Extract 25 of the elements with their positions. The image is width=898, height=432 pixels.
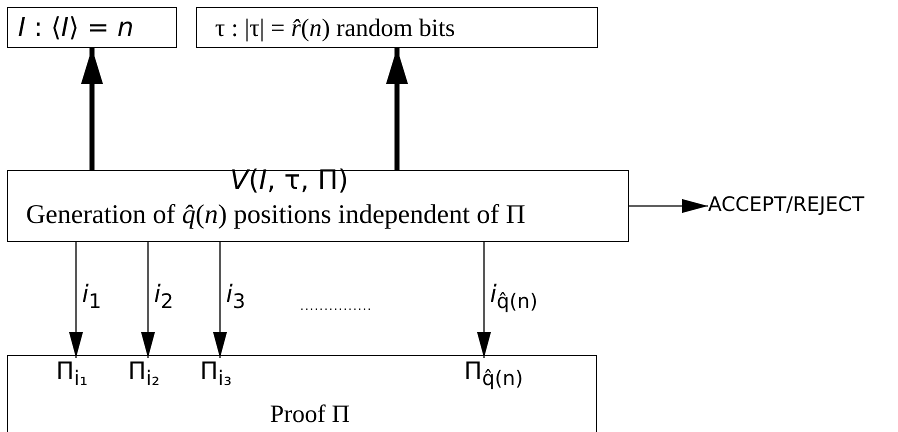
arrow bbox=[629, 199, 708, 213]
arrow bbox=[477, 242, 491, 358]
edge-label: i$_{1}$ bbox=[82, 282, 102, 311]
process-box bbox=[7, 355, 597, 432]
proof-position-label: Π$_{i₂}$ bbox=[128, 358, 160, 389]
box-label: I : ⟨I⟩ = n bbox=[18, 15, 134, 41]
edge-label: i$_{q̂(n)}$ bbox=[490, 282, 538, 311]
arrow bbox=[81, 48, 103, 170]
proof-position-label: Π$_{q̂(n)}$ bbox=[464, 358, 524, 389]
arrow bbox=[386, 48, 408, 170]
output-label: ACCEPT/REJECT bbox=[708, 192, 898, 220]
proof-position-label: Π$_{i₃}$ bbox=[200, 358, 232, 389]
ellipsis-dots: ............... bbox=[300, 300, 372, 312]
arrow bbox=[213, 242, 227, 358]
edge-label: i$_{3}$ bbox=[226, 282, 246, 311]
process-box bbox=[196, 7, 598, 48]
arrow bbox=[69, 242, 83, 358]
process-box bbox=[7, 170, 629, 242]
box-label: Generation of q̂(n) positions independent of Π bbox=[26, 201, 526, 228]
proof-position-label: Π$_{i₁}$ bbox=[56, 358, 88, 389]
box-label: τ : |τ| = r̂(n) random bits bbox=[215, 16, 456, 41]
edge-label: i$_{2}$ bbox=[154, 282, 174, 311]
arrow bbox=[141, 242, 155, 358]
process-box bbox=[7, 7, 177, 48]
box-label: Proof Π bbox=[270, 402, 350, 427]
